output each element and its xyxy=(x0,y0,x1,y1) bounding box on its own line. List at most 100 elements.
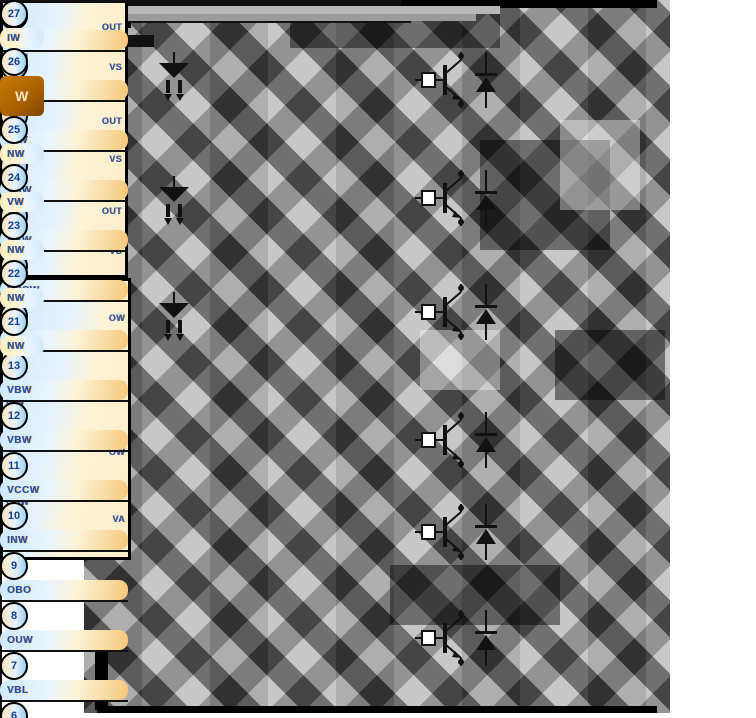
artifact-background xyxy=(84,0,670,713)
net-label-text: INW xyxy=(7,534,28,546)
net-label: VBW xyxy=(0,430,128,450)
block-pin-label: OUT xyxy=(101,115,122,126)
pin-number: 22 xyxy=(7,268,21,280)
wire-horizontal xyxy=(0,0,401,2)
net-label: NW xyxy=(0,288,44,308)
pin-net-wire xyxy=(0,400,128,402)
block-pin-label: VS xyxy=(109,62,122,73)
diode-clamp-icon xyxy=(156,292,192,342)
net-label: NW xyxy=(0,144,44,164)
left-pin-circle: 9 xyxy=(0,552,28,580)
pin-net-wire xyxy=(0,600,128,602)
net-label-text: VW xyxy=(7,196,25,208)
artifact-patch xyxy=(555,330,665,400)
net-label-text: OUW xyxy=(7,634,33,646)
right-pin-circle: 22 xyxy=(0,260,28,288)
pin-net-wire xyxy=(0,300,128,302)
pin-number: 21 xyxy=(7,316,21,328)
left-pin-circle: 10 xyxy=(0,502,28,530)
left-pin-circle: 11 xyxy=(0,452,28,480)
right-pin-circle: 25 xyxy=(0,116,28,144)
net-label-text: VBW xyxy=(7,434,32,446)
pin-net-wire xyxy=(0,100,128,102)
npn-transistor-diode-icon xyxy=(415,52,505,108)
left-pin-circle: 6 xyxy=(0,702,28,718)
right-pin-circle: 26 xyxy=(0,48,28,76)
diode-clamp-icon xyxy=(156,52,192,102)
left-pin-circle: 12 xyxy=(0,402,28,430)
net-label-text: NW xyxy=(7,292,25,304)
frame-border-bottom xyxy=(97,706,657,713)
pin-net-wire xyxy=(0,200,128,202)
net-label: NW xyxy=(0,240,44,260)
diode-clamp-icon xyxy=(156,176,192,226)
artifact-patch xyxy=(420,330,500,390)
net-label-text: VBW xyxy=(7,384,32,396)
wire-horizontal xyxy=(0,2,401,4)
block-pin-label: VA xyxy=(112,514,125,524)
net-label: W xyxy=(0,76,44,116)
block-right-pin-list: OUT VS xyxy=(102,7,122,88)
net-label: VBW xyxy=(0,380,128,400)
block-right-pin-list: OUT VS xyxy=(102,102,122,178)
right-pin-circle: 27 xyxy=(0,0,28,28)
block-pin-label: OUT xyxy=(101,206,122,217)
npn-transistor-diode-icon xyxy=(415,170,505,226)
pin-number: 11 xyxy=(8,460,20,472)
pin-number: 9 xyxy=(10,560,18,572)
pin-number: 8 xyxy=(10,610,18,622)
block-pin-label: OUT xyxy=(101,21,122,32)
artifact-patch xyxy=(560,120,640,210)
pin-net-wire xyxy=(0,50,128,52)
pin-number: 12 xyxy=(7,410,21,422)
pin-net-wire xyxy=(0,500,128,502)
net-label-text: NW xyxy=(7,340,25,352)
net-label-text: IW xyxy=(7,32,21,44)
right-pin-circle: 24 xyxy=(0,164,28,192)
net-label: NW xyxy=(0,336,44,356)
npn-transistor-diode-icon xyxy=(415,504,505,560)
pin-net-wire xyxy=(0,150,128,152)
pin-number: 27 xyxy=(7,8,21,20)
right-pin-circle: 21 xyxy=(0,308,28,336)
net-label-text: VCCW xyxy=(7,484,40,496)
net-label-text: NW xyxy=(7,148,25,160)
pin-number: 13 xyxy=(7,360,21,372)
block-pin-label: OW xyxy=(108,313,125,323)
block-pin-label: OW xyxy=(108,447,125,457)
block-pin-label: VS xyxy=(109,153,122,164)
left-pin-circle: 8 xyxy=(0,602,28,630)
net-label: OBO xyxy=(0,580,128,600)
npn-transistor-diode-icon xyxy=(415,284,505,340)
pin-number: 25 xyxy=(7,124,21,136)
wire-horizontal xyxy=(0,6,500,14)
wire-horizontal xyxy=(0,21,411,23)
pin-number: 24 xyxy=(7,172,21,184)
artifact-patch xyxy=(480,140,610,250)
net-label-text: OBO xyxy=(7,584,32,596)
artifact-patch xyxy=(390,565,560,625)
net-label-text: NW xyxy=(7,244,25,256)
wire-horizontal xyxy=(0,4,401,6)
pin-net-wire xyxy=(0,700,128,702)
left-pin-circle: 7 xyxy=(0,652,28,680)
pin-number: 7 xyxy=(10,660,18,672)
pin-net-wire xyxy=(0,550,128,552)
pin-net-wire xyxy=(0,650,128,652)
npn-transistor-diode-icon xyxy=(415,610,505,666)
wire-horizontal xyxy=(0,14,476,21)
pin-number: 10 xyxy=(7,510,21,522)
net-label-text: VBL xyxy=(7,684,29,696)
pin-net-wire xyxy=(0,250,128,252)
net-label-text: W xyxy=(15,88,29,104)
pin-number: 6 xyxy=(10,710,18,718)
left-pin-circle: 13 xyxy=(0,352,28,380)
net-label: VCCW xyxy=(0,480,128,500)
right-pin-circle: 23 xyxy=(0,212,28,240)
net-label: IW xyxy=(0,28,44,48)
npn-transistor-diode-icon xyxy=(415,412,505,468)
pin-net-wire xyxy=(0,450,128,452)
net-label: VBL xyxy=(0,680,128,700)
